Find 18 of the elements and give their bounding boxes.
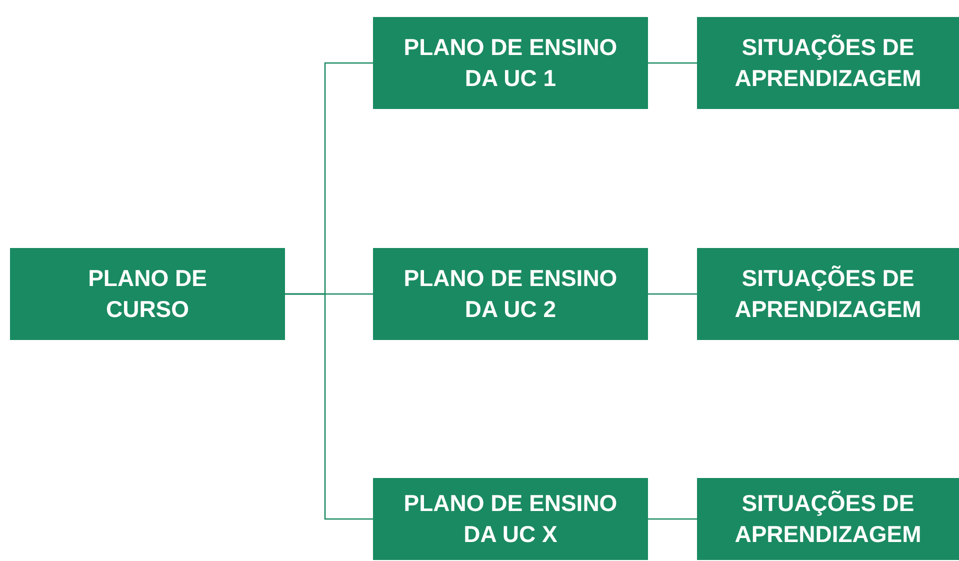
- process-box: [373, 248, 648, 340]
- connector-line: [648, 62, 697, 64]
- process-box: [10, 248, 285, 340]
- process-box: [697, 248, 959, 340]
- connector-line: [648, 293, 697, 295]
- connector-line: [285, 293, 373, 520]
- process-box: [373, 17, 648, 109]
- box-label: SITUAÇÕES DE APRENDIZAGEM: [734, 489, 922, 549]
- process-box: [697, 478, 959, 560]
- box-label: PLANO DE ENSINO DA UC 2: [402, 264, 618, 324]
- process-box: [373, 478, 648, 560]
- connector-line: [648, 518, 697, 520]
- box-label: SITUAÇÕES DE APRENDIZAGEM: [734, 33, 922, 93]
- box-label: PLANO DE ENSINO DA UC 1: [402, 33, 618, 93]
- box-label: PLANO DE ENSINO DA UC X: [402, 489, 618, 549]
- process-box: [697, 17, 959, 109]
- box-label: PLANO DE CURSO: [87, 264, 208, 324]
- box-label: SITUAÇÕES DE APRENDIZAGEM: [734, 264, 922, 324]
